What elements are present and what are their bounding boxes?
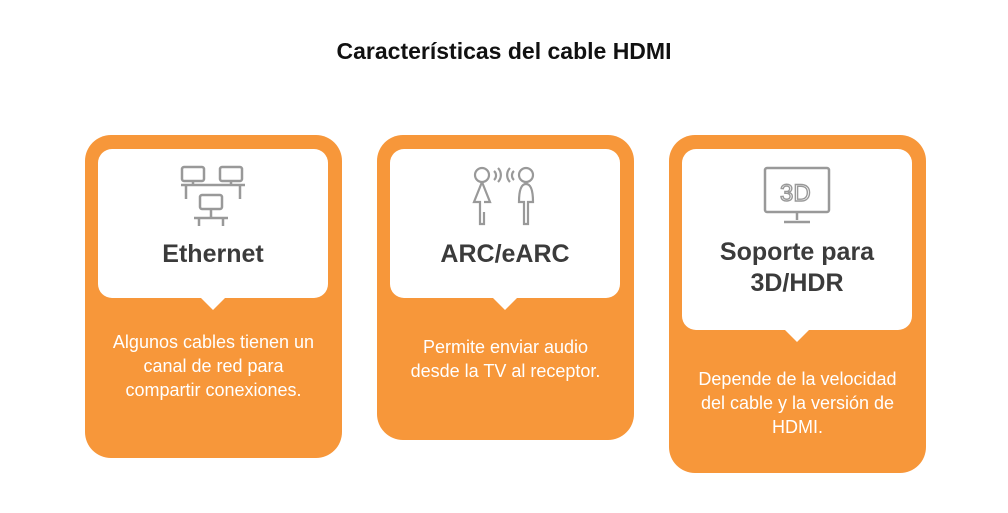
card-description: Algunos cables tienen un canal de red pa… xyxy=(112,332,315,400)
card-header: 3D Soporte para 3D/HDR xyxy=(682,149,912,342)
3d-monitor-icon: 3D xyxy=(763,166,831,224)
card-header: ARC/eARC xyxy=(390,149,620,310)
page-title: Características del cable HDMI xyxy=(336,38,672,64)
card-arc: ARC/eARC Permite enviar audio desde la T… xyxy=(377,135,634,440)
people-audio-icon xyxy=(472,166,535,226)
network-computers-icon xyxy=(180,165,245,226)
card-heading: Ethernet xyxy=(162,240,264,268)
card-description: Permite enviar audio desde la TV al rece… xyxy=(410,337,601,381)
card-3d-hdr: 3D Soporte para 3D/HDR Depende de la vel… xyxy=(669,135,926,473)
card-header: Ethernet xyxy=(98,149,328,310)
svg-text:3D: 3D xyxy=(780,180,811,207)
card-description: Depende de la velocidad del cable y la v… xyxy=(698,369,897,437)
card-heading: ARC/eARC xyxy=(440,240,570,268)
card-ethernet: Ethernet Algunos cables tienen un canal … xyxy=(85,135,342,458)
card-heading: Soporte para 3D/HDR xyxy=(719,238,875,297)
